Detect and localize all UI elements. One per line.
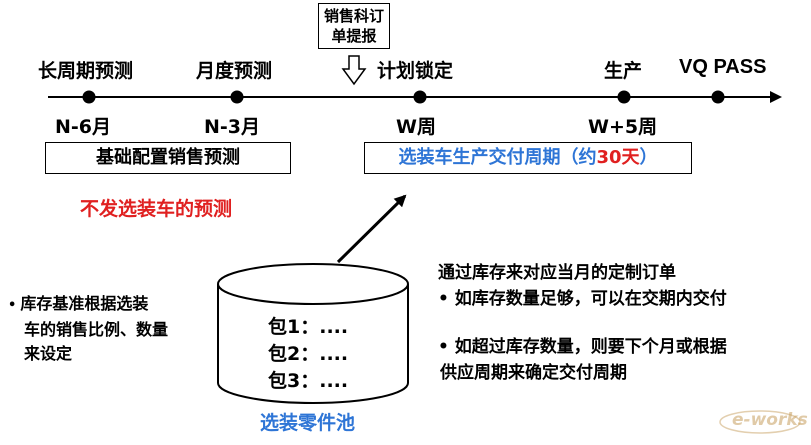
right-notes-bullet1: • 如库存数量足够，可以在交期内交付 — [438, 289, 727, 309]
no-forecast-note: 不发选装车的预测 — [80, 198, 233, 220]
right-notes: 通过库存来对应当月的定制订单 • 如库存数量足够，可以在交期内交付 • 如超过库… — [438, 260, 810, 386]
eworks-watermark: e-works — [732, 410, 808, 430]
milestone-label-production: 生产 — [604, 60, 643, 82]
pool-item-2: 包2：.... — [268, 343, 349, 365]
milestone-label-long-term: 长周期预测 — [38, 60, 134, 82]
sales-order-line1: 销售科订 — [323, 7, 384, 25]
milestone-date-plan-lock: W周 — [396, 116, 436, 138]
pool-item-3: 包3：.... — [268, 370, 349, 392]
base-forecast-text: 基础配置销售预测 — [96, 147, 240, 168]
inventory-basis-line2: 车的销售比例、数量 — [24, 320, 169, 339]
milestone-dot-production — [617, 90, 631, 104]
milestone-date-long-term: N-6月 — [55, 116, 112, 138]
milestone-date-monthly: N-3月 — [204, 116, 261, 138]
milestone-dot-monthly — [230, 90, 244, 104]
delivery-cycle-days: 30天 — [596, 147, 640, 168]
parts-pool-cylinder — [217, 263, 409, 404]
milestone-label-monthly: 月度预测 — [196, 60, 273, 82]
pool-label: 选装零件池 — [260, 412, 356, 434]
pool-to-delivery-arrow — [336, 194, 407, 264]
delivery-cycle-prefix: 选装车生产交付周期（约 — [398, 147, 597, 168]
inventory-basis-line1: 库存基准根据选装 — [20, 294, 149, 313]
base-forecast-box: 基础配置销售预测 — [45, 142, 291, 174]
right-notes-heading: 通过库存来对应当月的定制订单 — [438, 263, 676, 283]
sales-order-line2: 单提报 — [331, 27, 377, 45]
sales-order-box: 销售科订 单提报 — [318, 3, 390, 49]
pool-items: 包1：.... 包2：.... 包3：.... — [268, 314, 348, 395]
hollow-down-arrow-icon — [341, 55, 367, 86]
milestone-dot-vq-pass — [711, 90, 725, 104]
delivery-cycle-box: 选装车生产交付周期（约30天） — [364, 142, 692, 174]
right-notes-bullet2-line2: 供应周期来确定交付周期 — [440, 363, 627, 383]
inventory-basis-line3: 来设定 — [24, 344, 73, 363]
right-notes-bullet2-line1: • 如超过库存数量，则要下个月或根据 — [438, 337, 727, 357]
inventory-basis-bullet: • — [8, 298, 17, 313]
milestone-dot-plan-lock — [413, 90, 427, 104]
milestone-date-production: W+5周 — [588, 116, 658, 138]
inventory-basis-note: •库存基准根据选装 车的销售比例、数量 来设定 — [8, 292, 208, 366]
milestone-label-plan-lock: 计划锁定 — [377, 60, 454, 82]
milestone-dot-long-term — [82, 90, 96, 104]
delivery-cycle-suffix: ） — [639, 147, 658, 168]
pool-item-1: 包1：.... — [268, 316, 349, 338]
milestone-label-vq-pass: VQ PASS — [679, 56, 767, 78]
eworks-watermark-icon — [719, 410, 801, 434]
